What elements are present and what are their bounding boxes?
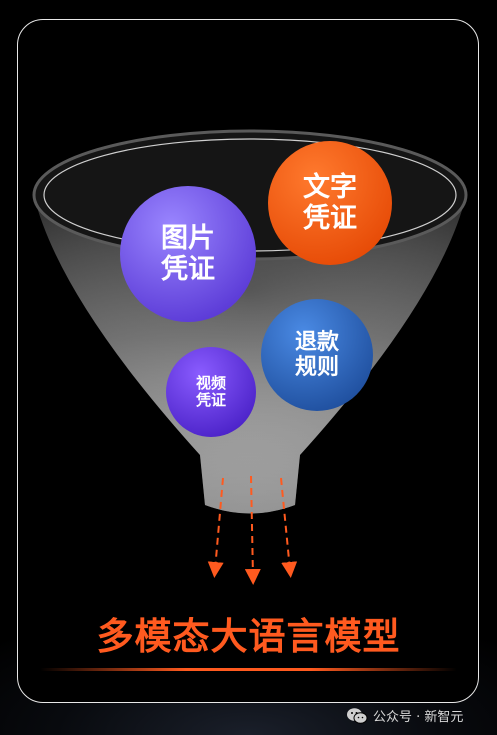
title-underline [40,668,457,671]
video-proof-label: 视频 凭证 [195,373,226,409]
refund-rules-label: 退款 规则 [294,329,339,380]
arrow-left [207,477,224,578]
wechat-icon [347,707,368,724]
text-proof-label: 文字 凭证 [303,171,357,234]
watermark: 公众号 · 新智元 [346,706,463,725]
watermark-text: 公众号 · 新智元 [373,710,464,725]
image-proof-label: 图片 凭证 [161,222,215,285]
diagram-title: 多模态大语言模型 [96,615,401,658]
video-proof-ball [166,347,256,437]
arrow-right [280,477,298,578]
arrow-center [244,475,261,585]
image-proof-ball [120,186,256,322]
text-proof-ball [268,141,392,265]
refund-rules-ball [261,299,373,411]
